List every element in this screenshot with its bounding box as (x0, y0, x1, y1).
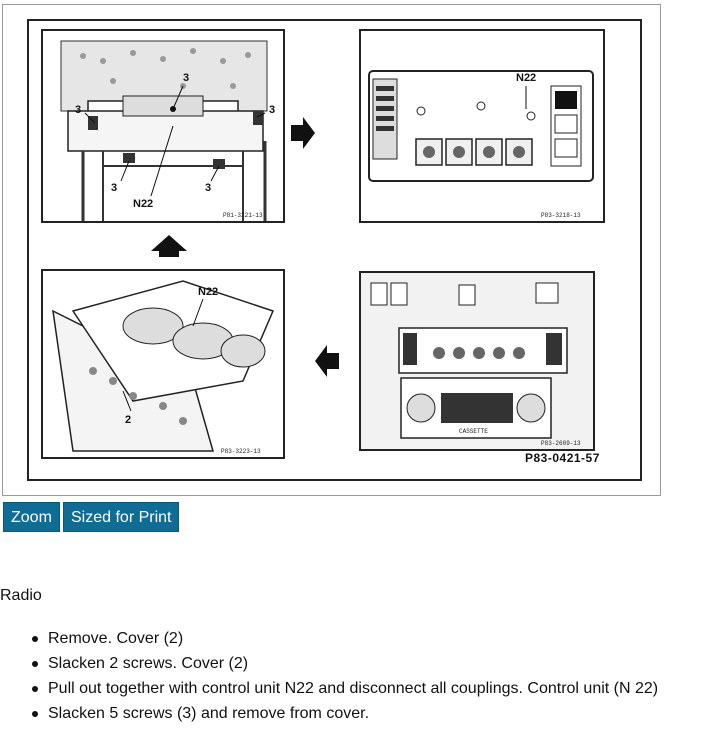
panel-ref: P83-3223-13 (221, 448, 261, 455)
zoom-button[interactable]: Zoom (3, 502, 60, 532)
panel-cover-removed: N22 2 P83-3223-13 (41, 269, 285, 459)
list-item: Remove. Cover (2) (31, 626, 658, 651)
repair-diagram: 3 3 3 3 3 N22 P81-3221-13 (27, 19, 642, 481)
callout-3-left: 3 (75, 104, 81, 116)
section-title: Radio (0, 587, 42, 604)
callout-3-top: 3 (183, 72, 189, 84)
panel-control-unit-front: N22 P83-3218-13 (359, 29, 605, 223)
control-unit-mounted-illustration: 3 3 3 3 3 N22 P81-3221-13 (60, 40, 275, 221)
callout-3-lower-right: 3 (205, 182, 211, 194)
callout-n22: N22 (198, 286, 218, 298)
arrow-right-icon (291, 117, 315, 149)
procedure-steps: Remove. Cover (2) Slacken 2 screws. Cove… (0, 626, 658, 726)
cover-removed-illustration: N22 2 P83-3223-13 (52, 280, 275, 455)
callout-3-lower-left: 3 (111, 182, 117, 194)
list-item: Slacken 2 screws. Cover (2) (31, 651, 658, 676)
figure-frame: 3 3 3 3 3 N22 P81-3221-13 (2, 4, 661, 496)
callout-n22: N22 (133, 198, 153, 210)
arrow-up-icon (151, 235, 187, 257)
sized-for-print-button[interactable]: Sized for Print (63, 502, 180, 532)
callout-2: 2 (125, 414, 131, 426)
callout-n22: N22 (516, 72, 536, 84)
panel-ref: P83-3218-13 (541, 212, 581, 219)
figure-code: P83-0421-57 (525, 451, 600, 465)
list-item: Pull out together with control unit N22 … (31, 676, 658, 701)
control-unit-front-illustration: N22 P83-3218-13 (368, 70, 594, 219)
panel-ref: P83-2609-13 (541, 440, 581, 447)
cassette-label: CASSETTE (459, 428, 488, 435)
arrow-left-icon (315, 345, 339, 377)
panel-dashboard-center: CASSETTE P83-2609-13 (359, 271, 595, 451)
dashboard-center-illustration: CASSETTE P83-2609-13 (361, 273, 593, 449)
panel-ref: P81-3221-13 (223, 212, 263, 219)
panel-control-unit-mounted: 3 3 3 3 3 N22 P81-3221-13 (41, 29, 285, 223)
list-item: Slacken 5 screws (3) and remove from cov… (31, 701, 658, 726)
callout-3-right: 3 (269, 104, 275, 116)
